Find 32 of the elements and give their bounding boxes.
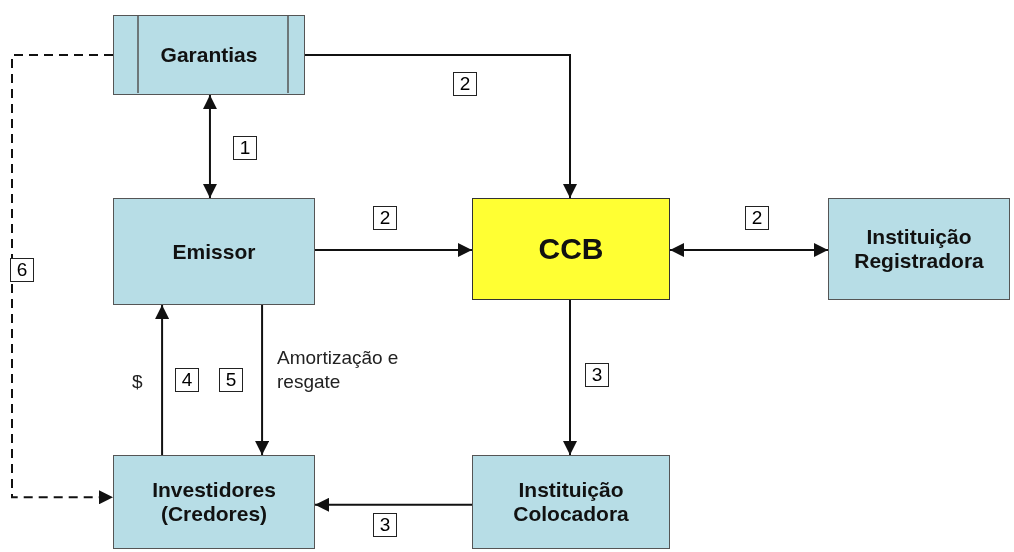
arrow bbox=[304, 54, 577, 199]
dashed-arrow bbox=[11, 54, 114, 505]
node-label: Instituição Colocadora bbox=[512, 478, 630, 526]
edge-label: 1 bbox=[233, 136, 257, 160]
node-label: Investidores (Credores) bbox=[151, 478, 277, 526]
process-box bbox=[472, 455, 670, 549]
edge-label: 4 bbox=[175, 368, 199, 392]
node-label: Instituição Registradora bbox=[853, 225, 985, 273]
edge-label: 5 bbox=[219, 368, 243, 392]
edge-label: 3 bbox=[585, 363, 609, 387]
arrow bbox=[314, 243, 473, 257]
edge-label: 3 bbox=[373, 513, 397, 537]
arrow bbox=[155, 304, 170, 456]
highlight-box bbox=[472, 198, 670, 300]
node-label: CCB bbox=[538, 232, 604, 266]
arrow bbox=[563, 299, 577, 456]
process-box bbox=[828, 198, 1010, 300]
node-label: Emissor bbox=[172, 239, 256, 264]
currency-label: $ bbox=[132, 370, 143, 394]
note-label: Amortização e resgate bbox=[277, 346, 400, 394]
arrow bbox=[202, 94, 217, 199]
process-box bbox=[113, 15, 305, 95]
edge-label: 6 bbox=[10, 258, 34, 282]
process-box bbox=[113, 455, 315, 549]
edge-label: 2 bbox=[453, 72, 477, 96]
arrow bbox=[255, 304, 270, 456]
edge-label: 2 bbox=[373, 206, 397, 230]
node-label: Garantias bbox=[160, 43, 258, 67]
edge-label: 2 bbox=[745, 206, 769, 230]
arrow bbox=[314, 497, 473, 512]
process-box bbox=[113, 198, 315, 305]
arrow bbox=[669, 243, 829, 257]
